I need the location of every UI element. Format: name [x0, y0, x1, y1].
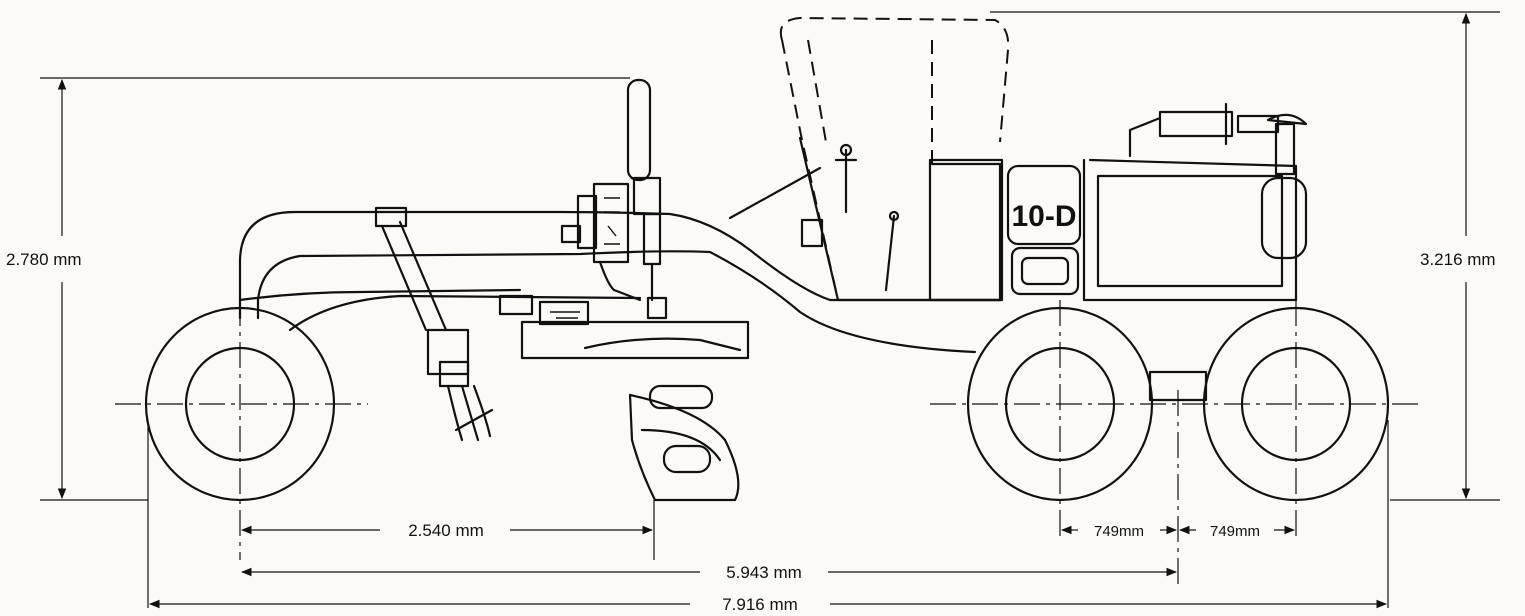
dim-height-front: 2.780 mm	[6, 250, 82, 269]
dim-wheelbase: 5.943 mm	[726, 563, 802, 582]
model-badge: 10-D	[1011, 200, 1076, 233]
dimension-lines	[40, 11, 1500, 609]
dim-overall-length: 7.916 mm	[722, 595, 798, 614]
dim-height-cab: 3.216 mm	[1420, 250, 1496, 269]
dim-tandem-rear: 749mm	[1210, 523, 1260, 540]
centerlines	[115, 300, 1420, 584]
dim-blade-reach: 2.540 mm	[408, 521, 484, 540]
grader-outline	[238, 16, 1308, 502]
dim-tandem-front: 749mm	[1094, 523, 1144, 540]
